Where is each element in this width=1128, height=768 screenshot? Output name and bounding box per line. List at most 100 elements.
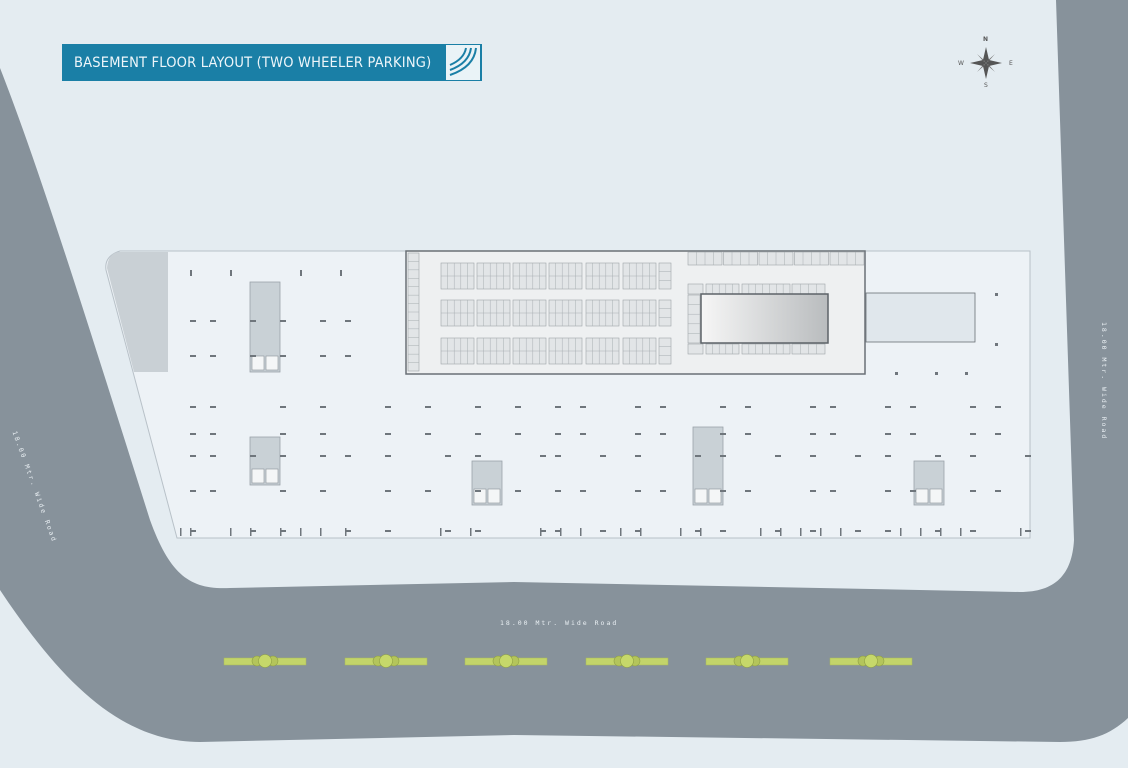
column	[280, 490, 286, 492]
column	[555, 455, 561, 457]
column	[540, 530, 546, 532]
column	[210, 355, 216, 357]
column	[720, 433, 726, 435]
column	[695, 530, 701, 532]
column	[840, 528, 842, 536]
column	[280, 406, 286, 408]
column	[280, 528, 282, 536]
column	[425, 490, 431, 492]
column	[250, 528, 252, 536]
column	[720, 406, 726, 408]
column	[910, 433, 916, 435]
column	[250, 320, 256, 322]
column	[970, 530, 976, 532]
lift	[251, 468, 265, 484]
column	[885, 490, 891, 492]
column	[720, 530, 726, 532]
column	[940, 528, 942, 536]
stall-group	[741, 343, 791, 355]
column	[515, 406, 521, 408]
column	[720, 490, 726, 492]
lift	[251, 355, 265, 371]
column	[885, 530, 891, 532]
column	[555, 433, 561, 435]
column	[620, 528, 622, 536]
column	[340, 270, 342, 276]
lift	[473, 488, 487, 504]
column	[470, 528, 472, 536]
lift	[708, 488, 722, 504]
lift	[265, 468, 279, 484]
column	[935, 455, 941, 457]
column	[810, 455, 816, 457]
column	[855, 455, 861, 457]
ramp	[865, 292, 976, 343]
stall-group	[705, 283, 740, 295]
column	[250, 355, 256, 357]
column	[855, 530, 861, 532]
lift	[915, 488, 929, 504]
column	[830, 433, 836, 435]
column	[515, 433, 521, 435]
column	[800, 528, 802, 536]
column	[250, 455, 256, 457]
column	[320, 528, 322, 536]
column	[190, 320, 196, 322]
tree	[740, 654, 754, 668]
column	[810, 406, 816, 408]
column	[660, 490, 666, 492]
column	[995, 433, 1001, 435]
stall-group	[687, 343, 704, 355]
column	[580, 406, 586, 408]
column	[210, 455, 216, 457]
column	[970, 433, 976, 435]
compass-east: E	[1009, 60, 1013, 67]
column	[190, 406, 196, 408]
road-left-bottom	[0, 0, 1128, 742]
column	[280, 530, 286, 532]
stall-group	[741, 283, 791, 295]
column	[320, 490, 326, 492]
column	[700, 528, 702, 536]
column	[475, 406, 481, 408]
column	[635, 490, 641, 492]
column	[230, 270, 232, 276]
column	[900, 528, 902, 536]
compass-west: W	[958, 60, 964, 67]
title-banner: BASEMENT FLOOR LAYOUT (TWO WHEELER PARKI…	[62, 44, 482, 81]
column	[895, 372, 898, 375]
column	[345, 528, 347, 536]
column	[1025, 530, 1031, 532]
column	[425, 433, 431, 435]
stall-group	[705, 343, 740, 355]
column	[515, 490, 521, 492]
column	[920, 528, 922, 536]
column	[830, 490, 836, 492]
stall-group	[658, 262, 672, 290]
lift	[487, 488, 501, 504]
column	[540, 455, 546, 457]
column	[180, 528, 182, 536]
column	[885, 455, 891, 457]
column	[965, 372, 968, 375]
column	[635, 455, 641, 457]
column	[600, 530, 606, 532]
lift	[265, 355, 279, 371]
column	[320, 455, 326, 457]
columns	[180, 270, 1031, 536]
column	[250, 530, 256, 532]
column	[300, 528, 302, 536]
column	[560, 528, 562, 536]
column	[555, 490, 561, 492]
column	[820, 528, 822, 536]
column	[385, 490, 391, 492]
column	[345, 530, 351, 532]
column	[640, 528, 642, 536]
column	[385, 530, 391, 532]
column	[280, 320, 286, 322]
column	[910, 406, 916, 408]
column	[775, 530, 781, 532]
column	[475, 490, 481, 492]
column	[935, 530, 941, 532]
column	[885, 433, 891, 435]
